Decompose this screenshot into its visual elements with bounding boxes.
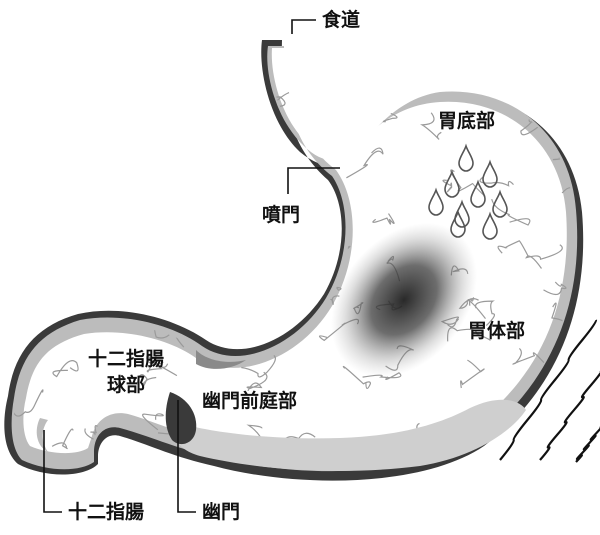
label-pyloric-antrum: 幽門前庭部: [202, 392, 297, 411]
mucosa-fold-line: [38, 92, 73, 104]
mucosa-fold-line: [247, 277, 263, 290]
mucosa-fold-line: [317, 81, 350, 87]
mucosa-fold-line: [486, 439, 512, 471]
label-fundus: 胃底部: [438, 112, 495, 131]
mucosa-fold-line: [226, 65, 262, 83]
pain-wave-icon: [576, 426, 600, 462]
mucosa-fold-line: [254, 283, 295, 311]
label-body: 胃体部: [468, 322, 525, 341]
mucosa-fold-line: [143, 275, 168, 287]
mucosa-fold-line: [278, 267, 297, 281]
mucosa-fold-line: [90, 122, 108, 130]
mucosa-fold-line: [357, 103, 379, 126]
mucosa-fold-line: [72, 257, 90, 268]
mucosa-fold-line: [263, 131, 275, 169]
mucosa-fold-line: [281, 176, 302, 197]
mucosa-fold-line: [11, 130, 40, 163]
mucosa-fold-line: [203, 124, 229, 148]
mucosa-fold-line: [56, 224, 64, 243]
mucosa-fold-line: [243, 273, 259, 301]
mucosa-fold-line: [177, 263, 197, 283]
mucosa-fold-line: [118, 217, 154, 248]
mucosa-fold-line: [235, 174, 266, 191]
mucosa-fold-line: [543, 60, 552, 95]
mucosa-fold-line: [551, 377, 585, 400]
mucosa-fold-line: [212, 262, 232, 275]
mucosa-fold-line: [186, 232, 208, 250]
mucosa-fold-line: [152, 168, 171, 179]
mucosa-fold-line: [55, 85, 86, 103]
mucosa-fold-line: [208, 67, 223, 110]
label-duodenum: 十二指腸: [68, 503, 144, 522]
mucosa-fold-line: [323, 92, 333, 113]
mucosa-fold-line: [26, 240, 39, 257]
mucosa-fold-line: [98, 131, 119, 147]
mucosa-fold-line: [83, 130, 94, 148]
mucosa-fold-line: [259, 224, 296, 255]
mucosa-fold-line: [39, 300, 52, 310]
pain-wave-icon: [540, 372, 600, 460]
label-duodenal-bulb-line1: 十二指腸: [70, 346, 182, 372]
label-duodenal-bulb: 十二指腸 球部: [70, 346, 182, 398]
label-cardia: 噴門: [262, 206, 300, 225]
mucosa-fold-line: [224, 69, 243, 88]
leader-esophagus: [292, 20, 316, 34]
mucosa-fold-line: [530, 63, 565, 107]
mucosa-fold-line: [77, 147, 99, 166]
mucosa-fold-line: [104, 61, 121, 78]
mucosa-fold-line: [535, 58, 549, 72]
mucosa-fold-line: [55, 144, 71, 154]
mucosa-fold-line: [129, 249, 165, 271]
mucosa-fold-line: [106, 179, 131, 190]
mucosa-fold-line: [521, 80, 536, 95]
mucosa-fold-line: [46, 284, 70, 308]
mucosa-fold-line: [202, 153, 225, 162]
mucosa-fold-line: [41, 208, 84, 225]
mucosa-fold-line: [120, 61, 141, 95]
mucosa-fold-line: [393, 87, 412, 101]
mucosa-fold-line: [512, 56, 526, 73]
mucosa-fold-line: [266, 177, 295, 189]
mucosa-fold-line: [220, 219, 248, 236]
label-duodenal-bulb-line2: 球部: [70, 372, 182, 398]
mucosa-fold-line: [230, 131, 248, 157]
label-pylorus: 幽門: [202, 503, 240, 522]
mucosa-fold-line: [244, 209, 264, 221]
label-esophagus: 食道: [322, 11, 360, 30]
